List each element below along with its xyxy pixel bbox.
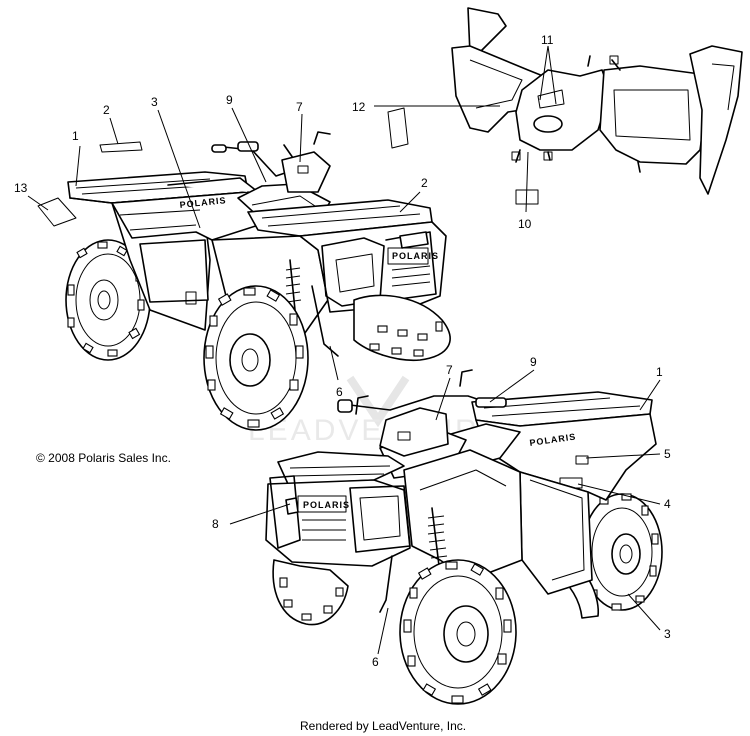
atv-top-front-wheel (203, 285, 309, 431)
callout-4: 4 (664, 497, 671, 511)
copyright-text: © 2008 Polaris Sales Inc. (36, 451, 171, 465)
footer-text: Rendered by LeadVenture, Inc. (300, 719, 467, 733)
atv-top-view: POLARIS POLARIS (37, 131, 451, 431)
atv-bottom-view: POLARIS POLARIS (265, 369, 663, 705)
callout-11: 11 (541, 33, 554, 47)
callout-7-bottom: 7 (446, 363, 453, 377)
atv-bottom-rear-fender (475, 413, 657, 501)
callout-2-top-right: 2 (421, 176, 428, 190)
callout-7-top: 7 (296, 100, 303, 114)
decal-5-swatch (575, 455, 589, 465)
atv-bottom-front-right-wheel (272, 559, 349, 626)
bottom-front-decal-text: POLARIS (303, 500, 350, 510)
side-decal-text-top: POLARIS (179, 195, 227, 210)
callout-leaders (27, 45, 661, 655)
atv-top-handlebars (211, 131, 331, 193)
callout-12: 12 (352, 100, 366, 114)
front-cab-panel (387, 7, 743, 205)
callout-6-bottom: 6 (372, 655, 379, 669)
callout-3-bottom: 3 (664, 627, 671, 641)
decal-12-swatch (387, 107, 409, 149)
front-bumper-decal-text: POLARIS (392, 251, 439, 261)
atv-top-front-right-wheel (353, 294, 451, 362)
callout-10: 10 (518, 217, 532, 231)
callout-9-bottom: 9 (530, 355, 537, 369)
callout-13: 13 (14, 181, 28, 195)
callout-5: 5 (664, 447, 671, 461)
decal-13-swatch (37, 197, 77, 227)
atv-bottom-handlebars (337, 369, 507, 457)
callout-1-top: 1 (72, 129, 79, 143)
decal-2-swatch (99, 141, 143, 153)
atv-bottom-front-wheel (399, 559, 517, 705)
callout-2-top-left: 2 (103, 103, 110, 117)
callout-9-top: 9 (226, 93, 233, 107)
callout-3-top: 3 (151, 95, 158, 109)
callout-1-bottom: 1 (656, 365, 663, 379)
callout-6-top: 6 (336, 385, 343, 399)
atv-bottom-front-fender (403, 449, 523, 581)
callout-labels: 1 2 3 9 7 12 11 13 2 10 6 7 9 1 5 4 8 3 … (14, 33, 671, 669)
atv-bottom-front-bumper (265, 479, 411, 567)
callout-8: 8 (212, 517, 219, 531)
